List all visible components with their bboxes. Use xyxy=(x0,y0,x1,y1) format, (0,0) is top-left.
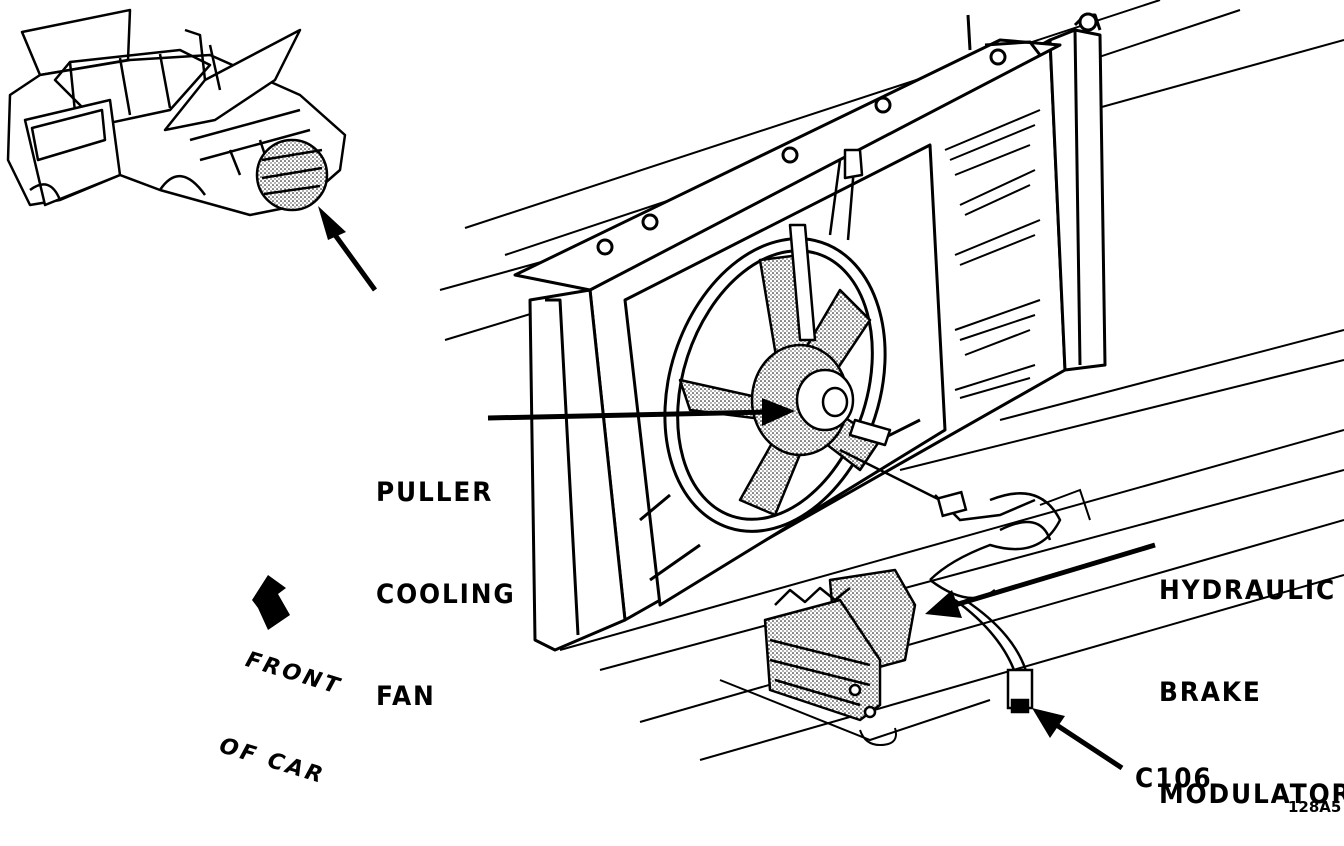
c106-label: C106 xyxy=(1135,763,1213,794)
vehicle-overview-illustration xyxy=(6,8,378,292)
label-line: BRAKE xyxy=(1159,677,1262,708)
figure-id: 128A5 xyxy=(1288,798,1342,816)
hydraulic-brake-modulator-illustration xyxy=(763,568,917,722)
c106-connector-illustration xyxy=(1006,668,1034,714)
label-line: FAN xyxy=(376,681,436,712)
front-of-car-arrow-icon xyxy=(252,575,290,630)
radiator-fins xyxy=(944,109,1041,399)
label-line: FRONT xyxy=(242,647,345,701)
puller-cooling-fan-label: PULLER COOLING FAN xyxy=(376,408,516,748)
label-line: OF CAR xyxy=(216,733,329,790)
label-line: HYDRAULIC xyxy=(1159,575,1337,606)
hydraulic-brake-modulator-label: HYDRAULIC BRAKE MODULATOR xyxy=(1159,506,1344,846)
label-line: COOLING xyxy=(376,579,516,610)
label-line: MODULATOR xyxy=(1159,779,1344,810)
label-line: PULLER xyxy=(376,477,494,508)
service-diagram: PULLER COOLING FAN HYDRAULIC BRAKE MODUL… xyxy=(6,0,1344,816)
leader-arrows xyxy=(487,398,1156,771)
diagram-artwork xyxy=(6,0,1344,771)
